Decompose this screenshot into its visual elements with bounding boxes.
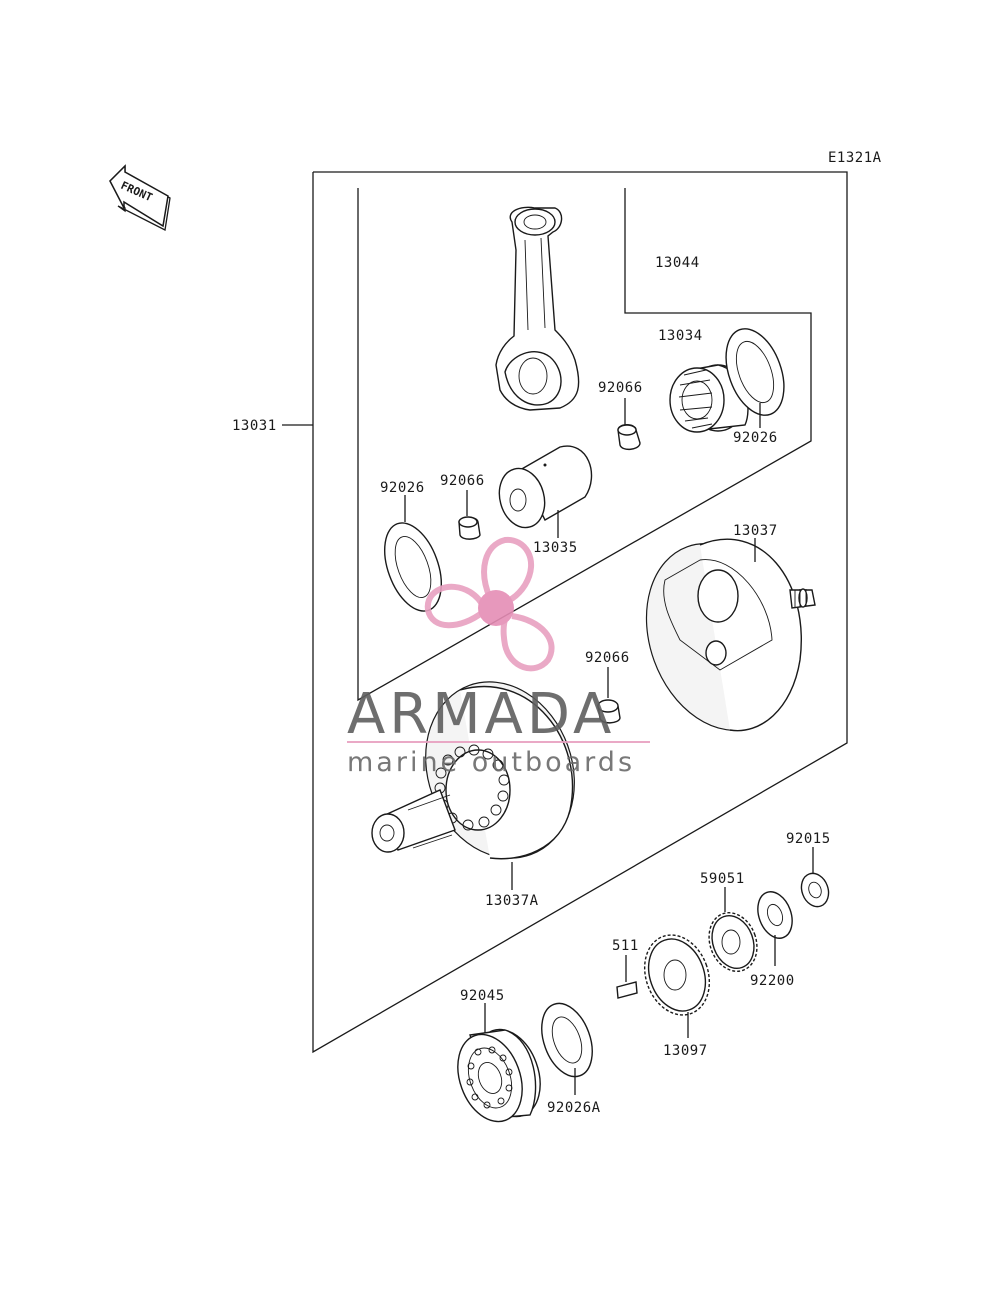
bearing-92066-top [617,424,641,450]
label-13097: 13097 [663,1043,708,1059]
gear-13097 [643,934,711,1016]
nut-92015 [800,872,830,908]
label-13031: 13031 [232,418,277,434]
connecting-rod [495,206,580,411]
crankshaft-half-13037 [645,538,816,732]
crankpin-13035 [498,445,593,529]
label-13034: 13034 [658,328,703,344]
thrust-washer-92026-right [725,328,785,416]
gear-59051 [708,912,758,972]
watermark-brand: ARMADA [347,682,615,747]
label-92066-low: 92066 [585,650,630,666]
label-511: 511 [612,938,639,954]
label-92026-right: 92026 [733,430,778,446]
thrust-washer-92026-left [384,522,442,612]
key-511 [616,981,638,999]
label-92066-mid: 92066 [440,473,485,489]
label-92026-left: 92026 [380,480,425,496]
label-92066-top: 92066 [598,380,643,396]
armada-watermark: ARMADA marine outboards [347,536,650,778]
diagram-code: E1321A [828,150,882,166]
bearing-92066-low [597,699,621,724]
crankshaft-half-13037A [371,681,575,860]
thrust-washer-92026A [541,1002,593,1078]
label-92015: 92015 [786,831,831,847]
label-13044: 13044 [655,255,700,271]
label-13037A: 13037A [485,893,539,909]
label-13035: 13035 [533,540,578,556]
watermark-tagline: marine outboards [347,747,635,778]
propeller-logo-icon [424,536,555,672]
bearing-92066-mid [458,516,481,540]
washer-92200 [757,891,793,939]
ball-bearing-92045 [457,1028,541,1123]
label-59051: 59051 [700,871,745,887]
assembly-outline [312,171,848,1054]
label-13037: 13037 [733,523,778,539]
label-92045: 92045 [460,988,505,1004]
label-92200: 92200 [750,973,795,989]
conrod-group-outline [357,188,812,702]
front-arrow-icon: FRONT [109,164,171,231]
label-92026A: 92026A [547,1100,601,1116]
